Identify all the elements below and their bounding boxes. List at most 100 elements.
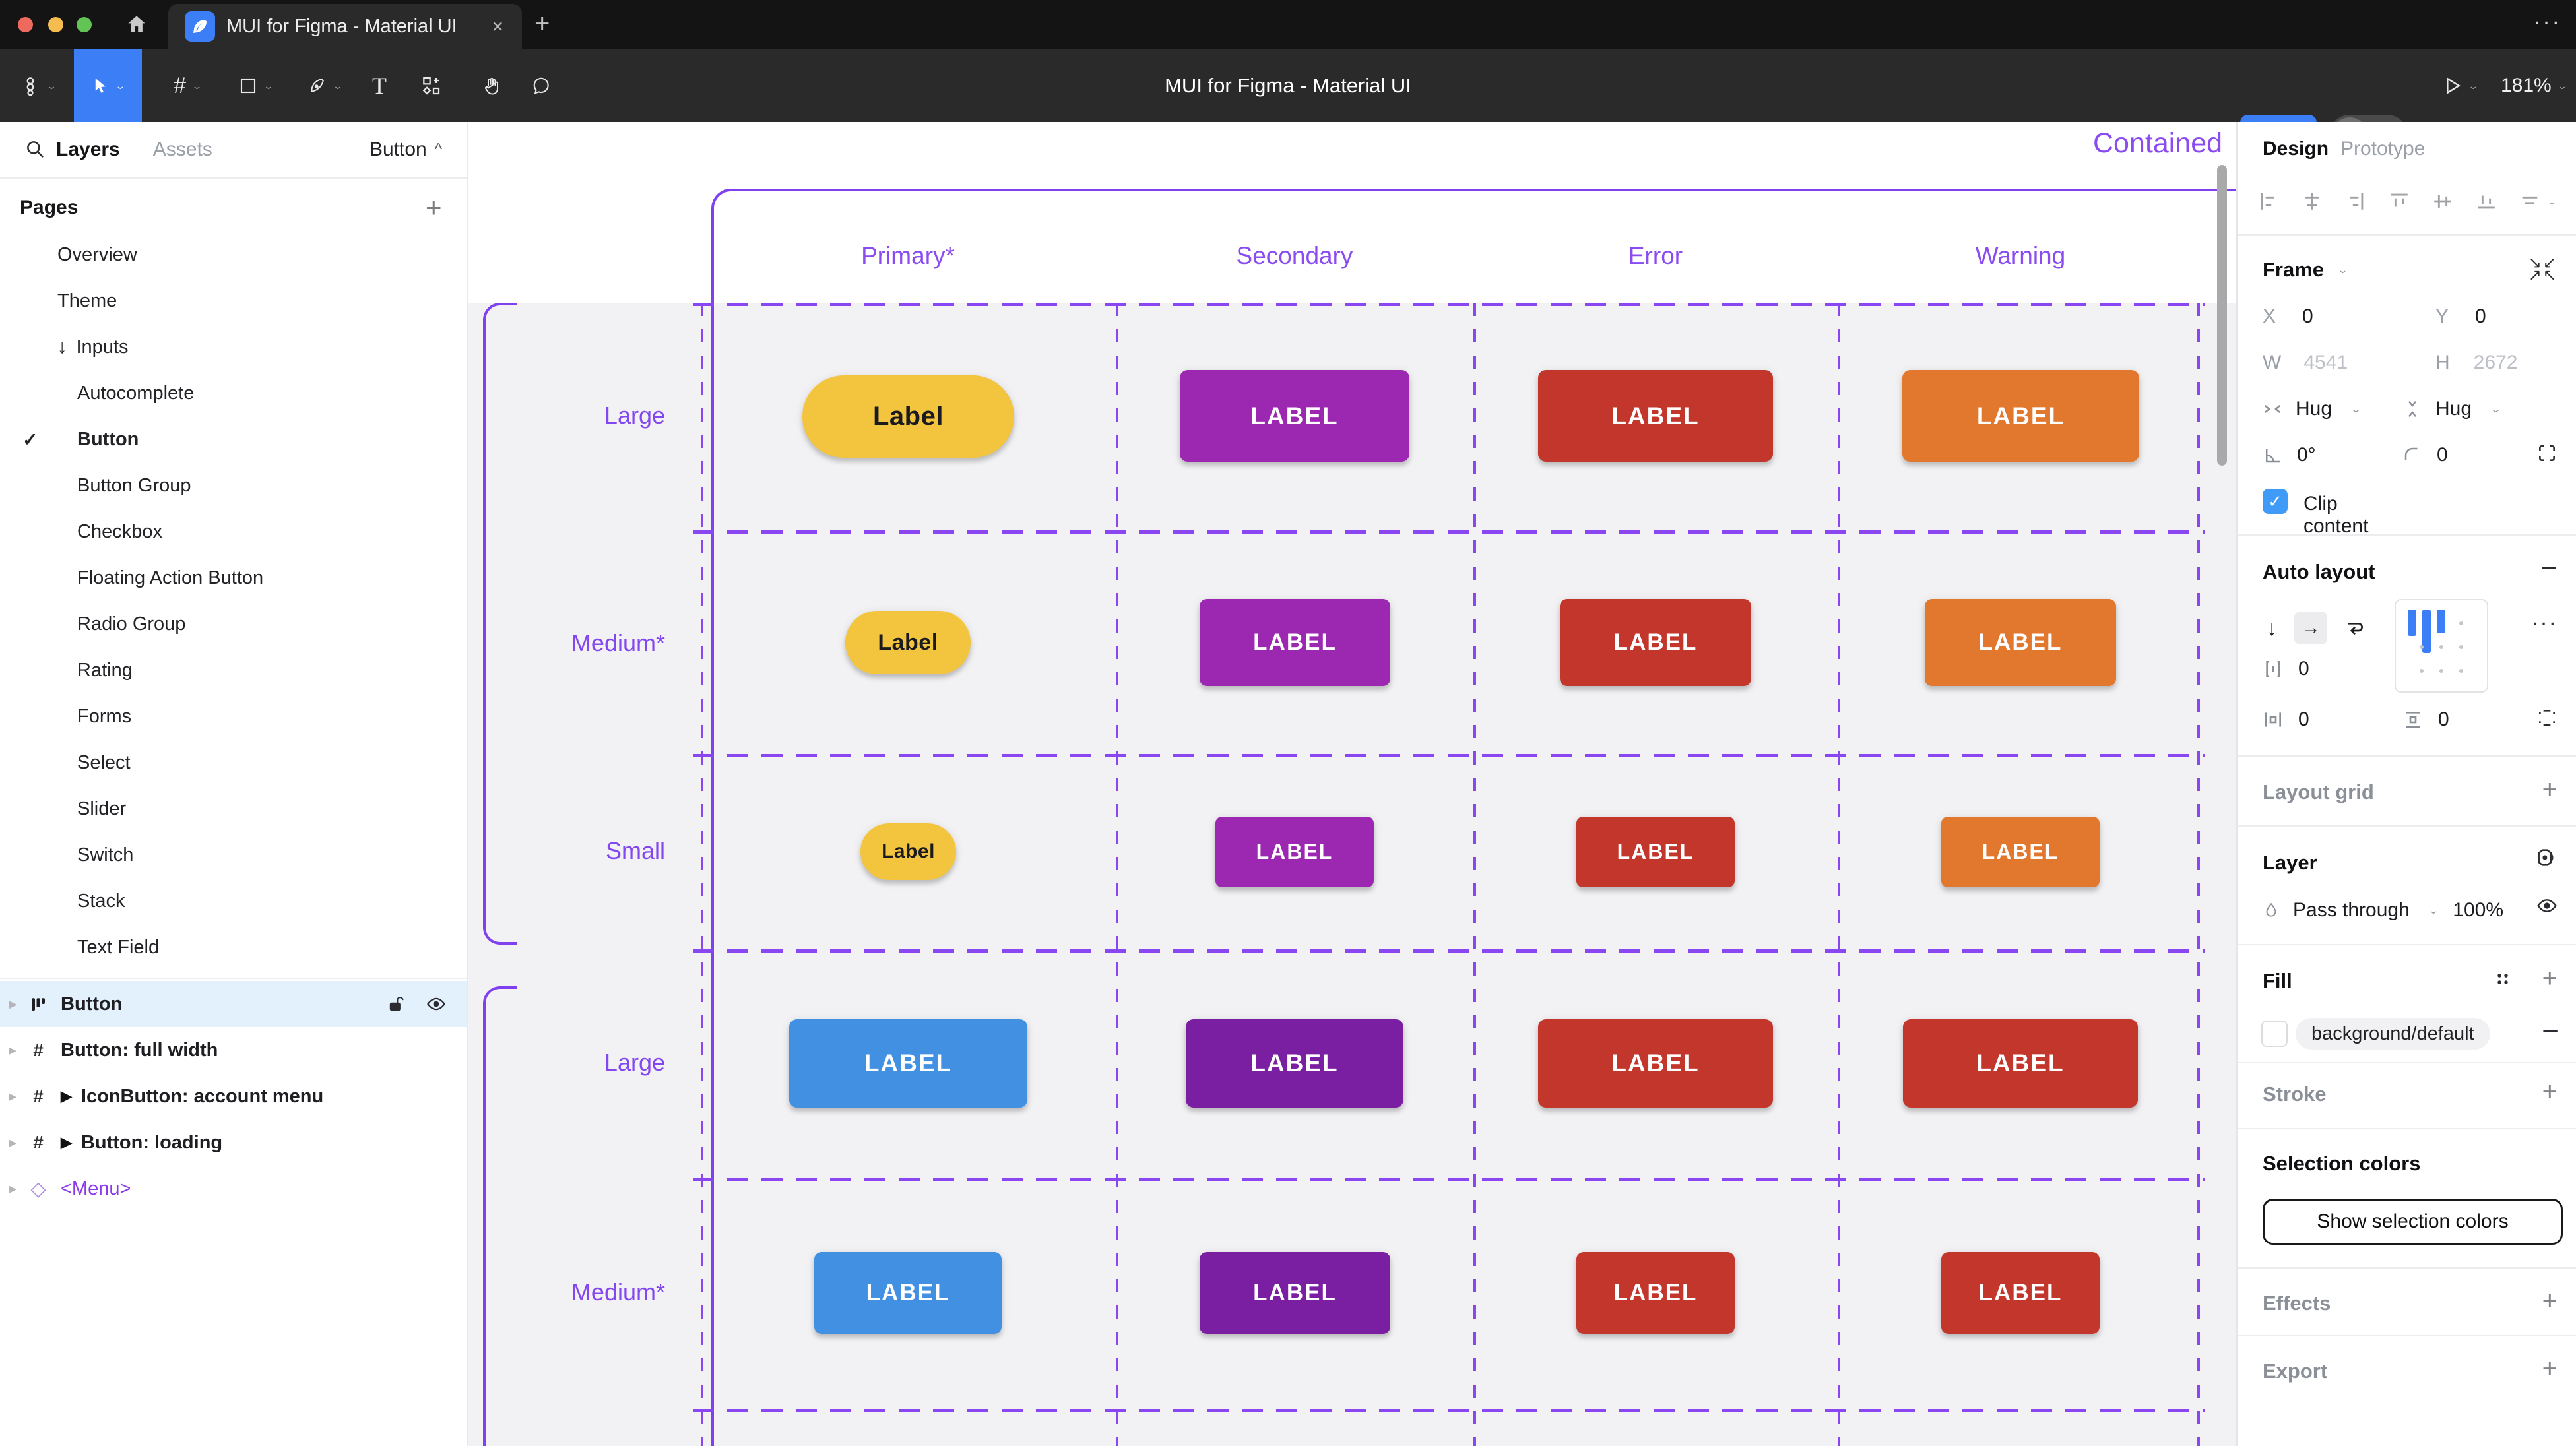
canvas-scrollbar[interactable] bbox=[2217, 165, 2227, 466]
remove-auto-layout-button[interactable]: − bbox=[2540, 552, 2558, 584]
text-tool-button[interactable]: T bbox=[372, 73, 387, 99]
pen-tool-button[interactable]: ⌄ bbox=[292, 49, 358, 122]
blend-mode-dropdown[interactable]: Pass through⌄ bbox=[2263, 899, 2439, 922]
mui-button[interactable]: LABEL bbox=[789, 1019, 1027, 1108]
horizontal-resizing-dropdown[interactable]: Hug⌄ bbox=[2263, 398, 2362, 420]
mui-button[interactable]: LABEL bbox=[1200, 1252, 1390, 1334]
search-icon[interactable] bbox=[24, 138, 46, 160]
mui-button[interactable]: LABEL bbox=[1186, 1019, 1403, 1108]
add-stroke-button[interactable]: + bbox=[2542, 1077, 2558, 1106]
move-tool-button[interactable]: ⌄ bbox=[74, 49, 142, 122]
align-bottom-icon[interactable] bbox=[2475, 190, 2497, 212]
distribute-menu-icon[interactable]: ⌄ bbox=[2519, 190, 2558, 212]
expand-chevron-icon[interactable]: ▸ bbox=[9, 1042, 17, 1058]
align-top-icon[interactable] bbox=[2388, 190, 2410, 212]
layer-row-frame[interactable]: ▸ # ▶IconButton: account menu bbox=[9, 1085, 324, 1107]
expand-chevron-icon[interactable]: ▸ bbox=[9, 1134, 17, 1150]
main-menu-button[interactable]: ⌄ bbox=[12, 49, 65, 122]
mui-button[interactable]: LABEL bbox=[1941, 1252, 2100, 1334]
independent-padding-icon[interactable] bbox=[2536, 707, 2558, 728]
styles-icon[interactable] bbox=[2493, 969, 2513, 989]
align-right-icon[interactable] bbox=[2344, 190, 2367, 212]
tab-close-icon[interactable]: × bbox=[492, 15, 503, 38]
file-tab[interactable]: MUI for Figma - Material UI × bbox=[168, 4, 522, 49]
auto-layout-alignment-widget[interactable] bbox=[2395, 599, 2488, 693]
expand-chevron-icon[interactable]: ▸ bbox=[9, 1180, 17, 1197]
page-item[interactable]: ↓Inputs bbox=[57, 336, 129, 358]
page-item[interactable]: Stack bbox=[77, 890, 125, 912]
shape-tool-button[interactable]: ⌄ bbox=[223, 49, 289, 122]
layer-row-component[interactable]: ▸ ◇ <Menu> bbox=[9, 1178, 131, 1200]
tab-assets[interactable]: Assets bbox=[152, 139, 212, 160]
layer-row-frame[interactable]: ▸ # ▶Button: loading bbox=[9, 1131, 223, 1153]
corner-radius-field[interactable]: 0 bbox=[2402, 444, 2448, 466]
add-fill-button[interactable]: + bbox=[2542, 964, 2558, 993]
tab-layers[interactable]: Layers bbox=[56, 139, 120, 160]
direction-down-icon[interactable]: ↓ bbox=[2267, 615, 2277, 640]
direction-right-icon-selected[interactable]: → bbox=[2294, 612, 2327, 644]
align-left-icon[interactable] bbox=[2257, 190, 2280, 212]
page-item[interactable]: Floating Action Button bbox=[77, 567, 264, 588]
page-item[interactable]: Button Group bbox=[77, 474, 191, 496]
expand-chevron-icon[interactable]: ▸ bbox=[9, 995, 17, 1012]
tab-prototype[interactable]: Prototype bbox=[2340, 138, 2426, 160]
align-h-center-icon[interactable] bbox=[2301, 190, 2323, 212]
remove-fill-button[interactable]: − bbox=[2542, 1015, 2559, 1048]
mui-button[interactable]: LABEL bbox=[1538, 1019, 1773, 1108]
page-item[interactable]: Rating bbox=[77, 659, 133, 681]
align-v-center-icon[interactable] bbox=[2431, 190, 2454, 212]
horizontal-padding-field[interactable]: 0 bbox=[2263, 708, 2309, 731]
mui-button[interactable]: LABEL bbox=[1576, 1252, 1735, 1334]
mui-button[interactable]: LABEL bbox=[1903, 1019, 2138, 1108]
clip-content-checkbox[interactable]: ✓ bbox=[2263, 489, 2288, 514]
unlock-icon[interactable] bbox=[387, 995, 405, 1013]
mui-button[interactable]: Label bbox=[860, 823, 956, 880]
comment-tool-button[interactable] bbox=[518, 49, 564, 122]
vertical-resizing-dropdown[interactable]: Hug⌄ bbox=[2402, 398, 2501, 420]
canvas[interactable]: Contained Primary* Secondary Error Warni… bbox=[468, 122, 2236, 1446]
vertical-padding-field[interactable]: 0 bbox=[2402, 708, 2449, 731]
page-item[interactable]: Overview bbox=[57, 243, 137, 265]
frame-name-label[interactable]: Contained bbox=[2093, 127, 2223, 159]
wrap-icon[interactable] bbox=[2344, 617, 2366, 639]
blend-mode-icon[interactable] bbox=[2535, 846, 2558, 869]
mui-button[interactable]: Label bbox=[845, 611, 971, 674]
layer-row-frame[interactable]: ▸ # Button: full width bbox=[9, 1039, 218, 1061]
fill-color-swatch[interactable] bbox=[2261, 1021, 2288, 1047]
frame-tool-button[interactable]: #⌄ bbox=[174, 73, 203, 98]
layer-visibility-eye-icon[interactable] bbox=[2536, 895, 2558, 916]
add-export-button[interactable]: + bbox=[2542, 1354, 2558, 1383]
page-item[interactable]: Forms bbox=[77, 705, 132, 727]
page-item[interactable]: Checkbox bbox=[77, 520, 162, 542]
tab-design[interactable]: Design bbox=[2263, 138, 2329, 160]
page-item[interactable]: Radio Group bbox=[77, 613, 186, 635]
mui-button[interactable]: LABEL bbox=[1560, 599, 1751, 686]
collapse-frame-icon[interactable]: ↘↙↗↖ bbox=[2528, 254, 2558, 285]
gap-field[interactable]: 0 bbox=[2263, 658, 2309, 680]
add-effect-button[interactable]: + bbox=[2542, 1286, 2558, 1315]
mui-button[interactable]: LABEL bbox=[1576, 817, 1735, 887]
page-item[interactable]: Text Field bbox=[77, 936, 160, 958]
mui-button[interactable]: LABEL bbox=[1180, 370, 1409, 462]
mui-button[interactable]: LABEL bbox=[814, 1252, 1002, 1334]
selection-dropdown[interactable]: Button^ bbox=[370, 139, 442, 160]
mui-button[interactable]: LABEL bbox=[1215, 817, 1374, 887]
actions-tool-button[interactable] bbox=[408, 49, 454, 122]
layer-row-button[interactable]: ▸ Button bbox=[0, 981, 467, 1027]
page-item[interactable]: Slider bbox=[77, 798, 127, 819]
add-layout-grid-button[interactable]: + bbox=[2542, 775, 2558, 804]
present-button[interactable]: ⌄ bbox=[2441, 49, 2479, 122]
mui-button[interactable]: LABEL bbox=[1925, 599, 2116, 686]
home-icon[interactable] bbox=[124, 12, 149, 37]
minimize-window-button[interactable] bbox=[48, 17, 63, 32]
page-item-current[interactable]: ✓Button bbox=[22, 428, 139, 450]
rotation-field[interactable]: 0° bbox=[2263, 444, 2316, 466]
page-item[interactable]: Select bbox=[77, 751, 131, 773]
window-more-icon[interactable]: ··· bbox=[2533, 9, 2561, 34]
independent-corners-icon[interactable] bbox=[2536, 443, 2558, 464]
zoom-window-button[interactable] bbox=[77, 17, 92, 32]
new-tab-button[interactable]: + bbox=[534, 9, 550, 38]
hand-tool-button[interactable] bbox=[468, 49, 515, 122]
